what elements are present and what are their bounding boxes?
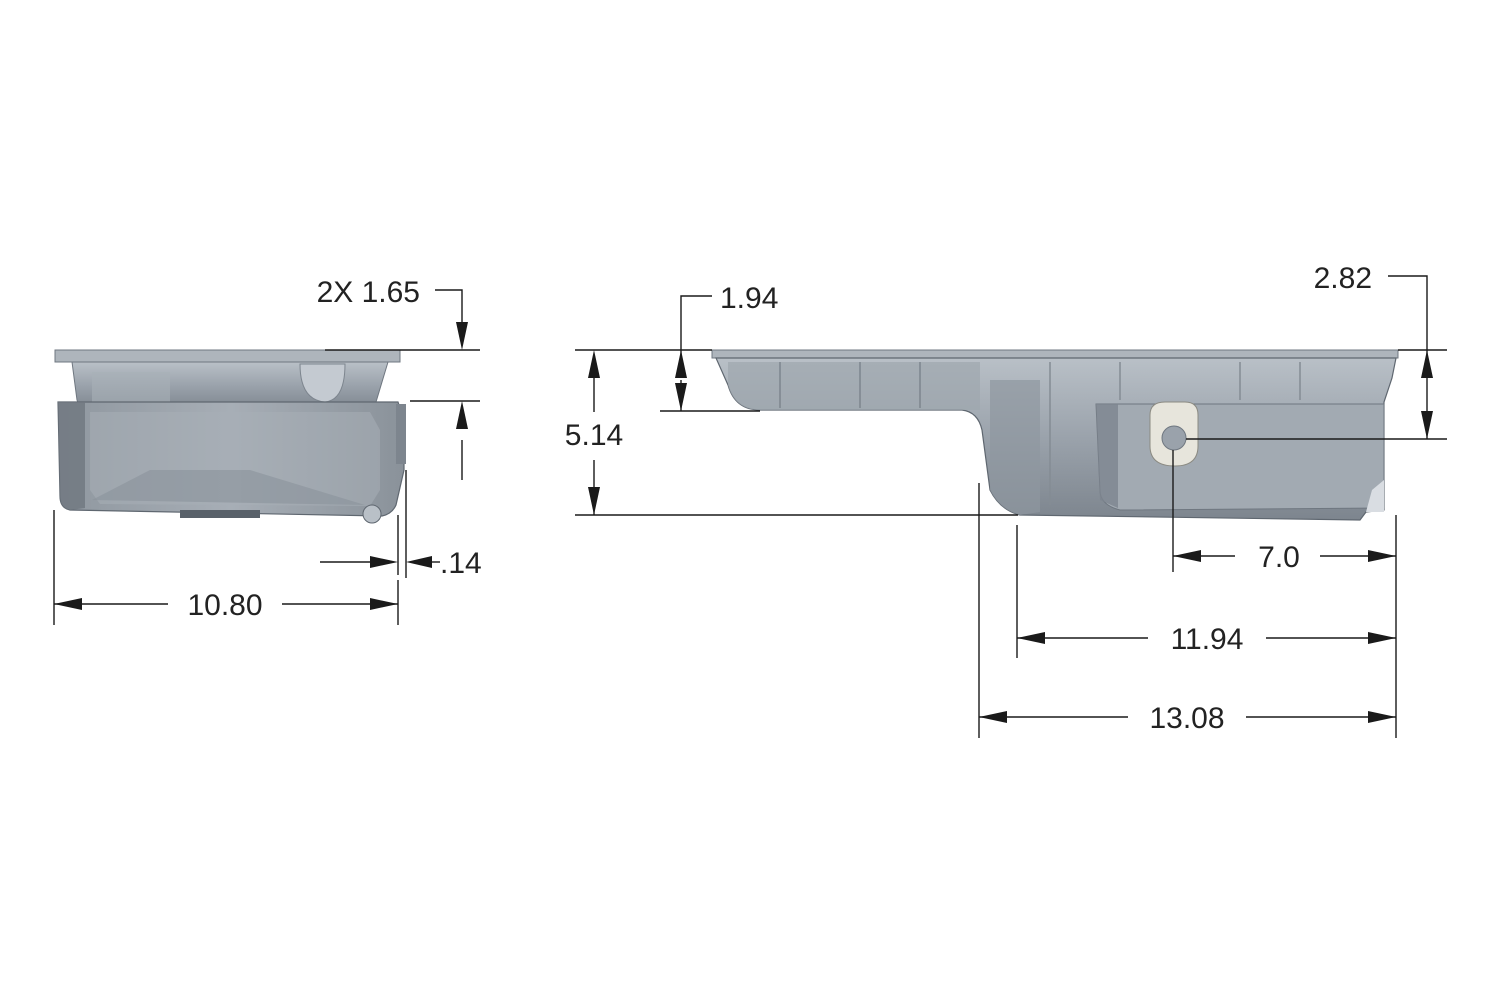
dim-overall-depth: 5.14 xyxy=(565,350,1018,516)
dim-text-flange-depth: 2X 1.65 xyxy=(317,276,420,309)
dim-offset: .14 xyxy=(320,470,482,580)
dim-overall-length: 13.08 xyxy=(978,483,1396,738)
dim-text-drain-height: 2.82 xyxy=(1314,262,1372,295)
dim-text-shallow-depth: 1.94 xyxy=(720,282,778,315)
dim-flange-depth: 2X 1.65 xyxy=(317,276,480,480)
dim-sump-length: 11.94 xyxy=(1016,525,1396,658)
dim-text-width: 10.80 xyxy=(187,589,262,622)
dim-text-overall-length: 13.08 xyxy=(1149,702,1224,735)
dim-width: 10.80 xyxy=(53,510,399,625)
dim-text-overall-depth: 5.14 xyxy=(565,419,623,452)
dim-shallow-depth: 1.94 xyxy=(575,282,778,412)
end-view: 2X 1.65 .14 10.80 xyxy=(53,276,482,625)
dim-drain-location: 7.0 xyxy=(1172,450,1397,738)
end-view-pan-body xyxy=(54,349,406,524)
dim-text-drain-location: 7.0 xyxy=(1258,541,1300,574)
dim-drain-height: 2.82 xyxy=(1186,262,1447,440)
side-view: 1.94 5.14 2.82 7.0 xyxy=(565,262,1447,738)
drain-plug xyxy=(1161,425,1187,451)
dim-text-offset: .14 xyxy=(440,547,482,580)
dim-text-sump-length: 11.94 xyxy=(1171,623,1244,656)
side-view-pan-body xyxy=(711,349,1399,521)
